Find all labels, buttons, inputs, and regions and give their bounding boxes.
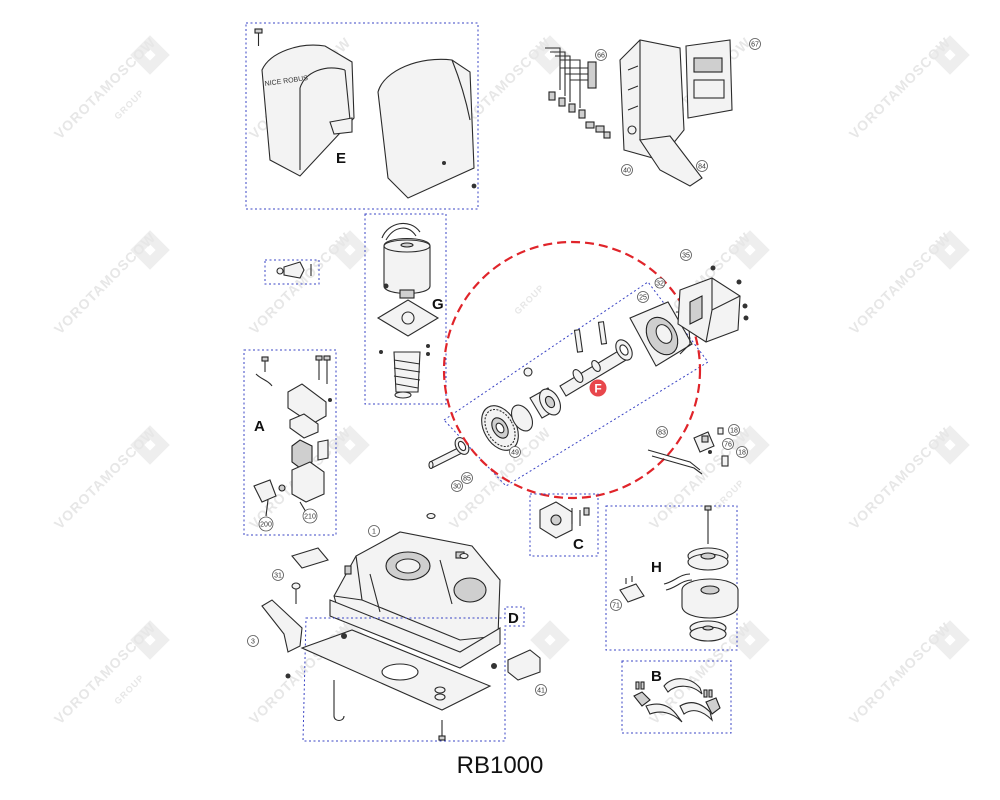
- group-label-d: D: [508, 610, 519, 627]
- gearbox-housing: [677, 277, 741, 343]
- screw-icon: [471, 183, 477, 189]
- group-label-b: B: [651, 668, 662, 685]
- group-c-encoder: C: [529, 493, 599, 557]
- part-number-18-a: 18: [730, 428, 738, 435]
- group-b-box: [621, 660, 732, 734]
- highlight-circle: [442, 240, 702, 500]
- part-number-31: 31: [274, 573, 282, 580]
- screw-icon: [742, 303, 748, 309]
- group-e-box: [245, 22, 479, 210]
- release-lever: [287, 383, 327, 425]
- screw-icon: [261, 356, 269, 372]
- gearbox-housing-35: 35 32: [654, 249, 749, 343]
- watermark-text: VOROTAMOSCOW: [846, 619, 954, 727]
- group-label-h: H: [651, 559, 662, 576]
- group-b-limit-brackets: B: [621, 660, 732, 734]
- rectifier: [619, 583, 645, 603]
- bracket: [663, 678, 703, 695]
- screw-icon: [383, 283, 389, 289]
- part-number-200: 200: [260, 522, 272, 529]
- cable-83: [647, 449, 703, 475]
- group-badge-f: [589, 379, 607, 397]
- part-number-71: 71: [612, 603, 620, 610]
- base-assembly: 1 31 3 41: [247, 512, 547, 696]
- group-a-release: A 200 210: [243, 349, 337, 536]
- terminal-cover: [639, 135, 703, 187]
- group-label-f: F: [594, 382, 601, 396]
- part-number-84: 84: [698, 164, 706, 171]
- release-handle: [261, 599, 303, 653]
- worm-gear: [393, 351, 421, 393]
- part-number-41: 41: [537, 688, 545, 695]
- part-number-66: 66: [597, 53, 605, 60]
- watermark-subtext: GROUP: [112, 672, 146, 706]
- group-a-box: [243, 349, 337, 536]
- spring: [255, 373, 273, 387]
- screw-icon: [315, 355, 323, 380]
- screw-icon: [743, 315, 749, 321]
- watermark-text: VOROTAMOSCOW: [51, 229, 159, 337]
- group-label-a: A: [254, 418, 265, 435]
- part-number-3: 3: [251, 639, 255, 646]
- key-box: [264, 259, 320, 285]
- watermark-text: VOROTAMOSCOW: [846, 424, 954, 532]
- watermark-text: VOROTAMOSCOW: [51, 34, 159, 142]
- group-g-motor: G: [364, 213, 447, 405]
- wire-harness-66: [545, 47, 611, 139]
- watermark-subtext: GROUP: [112, 87, 146, 121]
- group-h-box: [605, 505, 738, 651]
- part-number-35: 35: [682, 253, 690, 260]
- part-number-18-b: 18: [738, 450, 746, 457]
- cover-cap: [291, 547, 329, 569]
- watermark-text: VOROTAMOSCOW: [51, 619, 159, 727]
- part-number-85: 85: [463, 476, 471, 483]
- release-key: [264, 259, 320, 285]
- lock-cylinder: [253, 479, 277, 503]
- group-label-e: E: [336, 150, 346, 167]
- part-number-40: 40: [623, 168, 631, 175]
- control-board: [685, 39, 733, 119]
- group-e-covers: NICE ROBUS E: [245, 22, 479, 210]
- sensor-parts: 83 76 18 18: [647, 424, 748, 475]
- end-cap: [507, 649, 541, 681]
- screw-icon: [710, 265, 716, 271]
- group-c-box: [529, 493, 599, 557]
- group-g-box: [364, 213, 447, 405]
- front-cover: [261, 44, 355, 177]
- rear-cover: [377, 58, 475, 199]
- control-unit-assembly: 66 67 40 84: [545, 38, 761, 187]
- group-d-box: [302, 606, 525, 742]
- watermark-text: VOROTAMOSCOW: [846, 229, 954, 337]
- group-label-g: G: [432, 296, 444, 313]
- part-number-49: 49: [511, 450, 519, 457]
- part-number-1: 1: [372, 529, 376, 536]
- group-f-gear-train: 25 49 85 30 F: [428, 240, 709, 500]
- group-label-c: C: [573, 536, 584, 553]
- model-label: RB1000: [456, 752, 544, 779]
- group-d-base-plate: D: [285, 606, 525, 742]
- watermark-subtext: GROUP: [512, 282, 546, 316]
- screw-icon: [254, 28, 263, 46]
- part-number-30: 30: [453, 484, 461, 491]
- watermark-text: VOROTAMOSCOW: [51, 424, 159, 532]
- part-number-76: 76: [724, 442, 732, 449]
- watermark-text: VOROTAMOSCOW: [246, 229, 354, 337]
- watermark-text: VOROTAMOSCOW: [846, 34, 954, 142]
- part-number-210: 210: [304, 514, 316, 521]
- part-number-83: 83: [658, 430, 666, 437]
- motor: [383, 238, 431, 294]
- group-h-electromagnet: 71 H: [605, 505, 739, 651]
- lock-body: [291, 461, 325, 503]
- screw-icon: [323, 355, 331, 384]
- part-number-32: 32: [656, 281, 664, 288]
- screw-icon: [736, 279, 742, 285]
- part-number-67: 67: [751, 42, 759, 49]
- part-number-25: 25: [639, 295, 647, 302]
